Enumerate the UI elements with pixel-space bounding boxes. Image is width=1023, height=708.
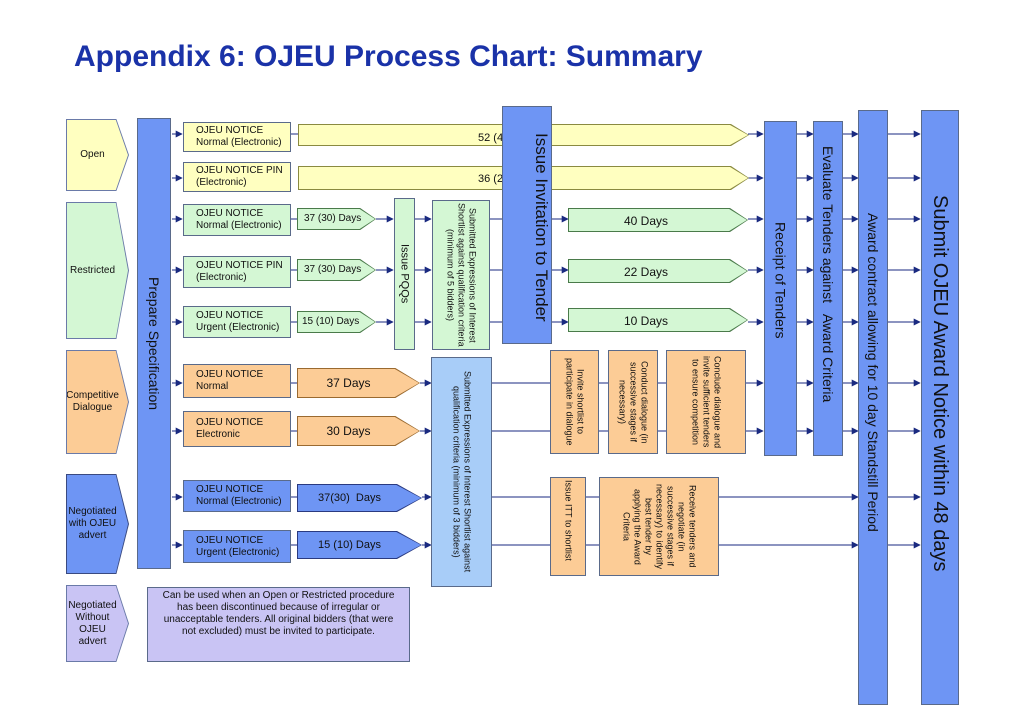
notice-restricted-pin: OJEU NOTICE PIN (Electronic) — [183, 256, 291, 288]
arrow-negotiated-normal-label: 37(30) Days — [298, 485, 421, 511]
category-restricted: Restricted — [66, 202, 129, 339]
arrow-restricted-normal-a-label: 37 (30) Days — [298, 209, 375, 229]
category-negotiated-without-label: Negotiated Without OJEU advert — [67, 586, 128, 661]
arrow-restricted-normal-a: 37 (30) Days — [297, 208, 376, 230]
receive-tenders-box: Receive tenders and negotiate (in succes… — [599, 477, 719, 576]
conduct-dialogue-box: Conduct dialogue (in successive stages i… — [608, 350, 658, 454]
arrow-restricted-pin-a: 37 (30) Days — [297, 259, 376, 281]
arrow-negotiated-urgent-label: 15 (10) Days — [298, 532, 421, 558]
category-negotiated-label: Negotiated with OJEU advert — [67, 475, 128, 573]
notice-negotiated-urgent: OJEU NOTICE Urgent (Electronic) — [183, 530, 291, 563]
prepare-specification-column: Prepare Specification — [137, 118, 171, 569]
conduct-dialogue-label: Conduct dialogue (in successive stages i… — [617, 360, 650, 444]
evaluate-tenders-label: Evaluate Tenders against Award Criteria — [820, 146, 836, 403]
notice-open-normal: OJEU NOTICE Normal (Electronic) — [183, 122, 291, 152]
submitted-cd-neg-label: Submitted Expressions of Interest Shortl… — [451, 371, 473, 573]
arrow-cd-electronic-label: 30 Days — [298, 417, 419, 445]
notice-negotiated-normal: OJEU NOTICE Normal (Electronic) — [183, 480, 291, 512]
notice-cd-normal: OJEU NOTICE Normal — [183, 364, 291, 398]
arrow-negotiated-normal: 37(30) Days — [297, 484, 422, 512]
arrow-cd-electronic: 30 Days — [297, 416, 420, 446]
arrow-restricted-normal-b — [568, 208, 748, 232]
category-open: Open — [66, 119, 129, 191]
category-competitive-label: Competitive Dialogue — [67, 351, 128, 453]
arrow-restricted-urgent-b-label: 10 Days — [624, 314, 669, 328]
issue-invitation-label: Issue Invitation to Tender — [532, 132, 551, 322]
receipt-tenders-column: Receipt of Tenders — [764, 121, 797, 456]
award-contract-column: Award contract allowing for 10 day Stand… — [858, 110, 888, 705]
arrow-restricted-urgent-b — [568, 308, 748, 332]
arrow-restricted-pin-a-label: 37 (30) Days — [298, 260, 375, 280]
category-negotiated: Negotiated with OJEU advert — [66, 474, 129, 574]
issue-itt-label: Issue ITT to shortlist — [563, 480, 574, 561]
receive-tenders-label: Receive tenders and negotiate (in succes… — [621, 483, 698, 570]
issue-pqqs-label: Issue PQQs — [398, 244, 411, 304]
issue-pqqs-box: Issue PQQs — [394, 198, 415, 350]
submitted-cd-neg-box: Submitted Expressions of Interest Shortl… — [431, 357, 492, 587]
notice-open-pin: OJEU NOTICE PIN (Electronic) — [183, 162, 291, 192]
invite-shortlist-label: Invite shortlist to participate in dialo… — [564, 358, 586, 446]
award-contract-label: Award contract allowing for 10 day Stand… — [865, 213, 881, 532]
submitted-restricted-label: Submitted Expressions of Interest Shortl… — [445, 203, 478, 347]
arrow-negotiated-urgent: 15 (10) Days — [297, 531, 422, 559]
submit-award-label: Submit OJEU Award Notice within 48 days — [929, 195, 951, 572]
submit-award-column: Submit OJEU Award Notice within 48 days — [921, 110, 959, 705]
notice-cd-electronic: OJEU NOTICE Electronic — [183, 411, 291, 447]
notice-restricted-urgent: OJEU NOTICE Urgent (Electronic) — [183, 306, 291, 338]
page-title: Appendix 6: OJEU Process Chart: Summary — [74, 40, 703, 73]
arrow-restricted-normal-b-label: 40 Days — [624, 214, 669, 228]
category-restricted-label: Restricted — [67, 203, 128, 338]
prepare-specification-label: Prepare Specification — [146, 276, 162, 411]
invite-shortlist-box: Invite shortlist to participate in dialo… — [550, 350, 599, 454]
arrow-restricted-urgent-a: 15 (10) Days — [297, 311, 376, 333]
issue-itt-box: Issue ITT to shortlist — [550, 477, 586, 576]
issue-invitation-box: Issue Invitation to Tender — [502, 106, 552, 344]
arrow-restricted-urgent-a-label: 15 (10) Days — [298, 312, 375, 332]
evaluate-tenders-column: Evaluate Tenders against Award Criteria — [813, 121, 843, 456]
arrow-cd-normal-label: 37 Days — [298, 369, 419, 397]
notice-restricted-normal: OJEU NOTICE Normal (Electronic) — [183, 204, 291, 236]
arrow-restricted-pin-b — [568, 259, 748, 283]
conclude-dialogue-label: Conclude dialogue and invite sufficient … — [690, 355, 723, 449]
negotiated-without-note: Can be used when an Open or Restricted p… — [147, 587, 410, 662]
category-open-label: Open — [67, 120, 128, 190]
receipt-tenders-label: Receipt of Tenders — [772, 222, 789, 339]
conclude-dialogue-box: Conclude dialogue and invite sufficient … — [666, 350, 746, 454]
submitted-restricted-box: Submitted Expressions of Interest Shortl… — [432, 200, 490, 350]
arrow-cd-normal: 37 Days — [297, 368, 420, 398]
arrow-restricted-pin-b-label: 22 Days — [624, 265, 669, 279]
category-negotiated-without: Negotiated Without OJEU advert — [66, 585, 129, 662]
category-competitive-dialogue: Competitive Dialogue — [66, 350, 129, 454]
